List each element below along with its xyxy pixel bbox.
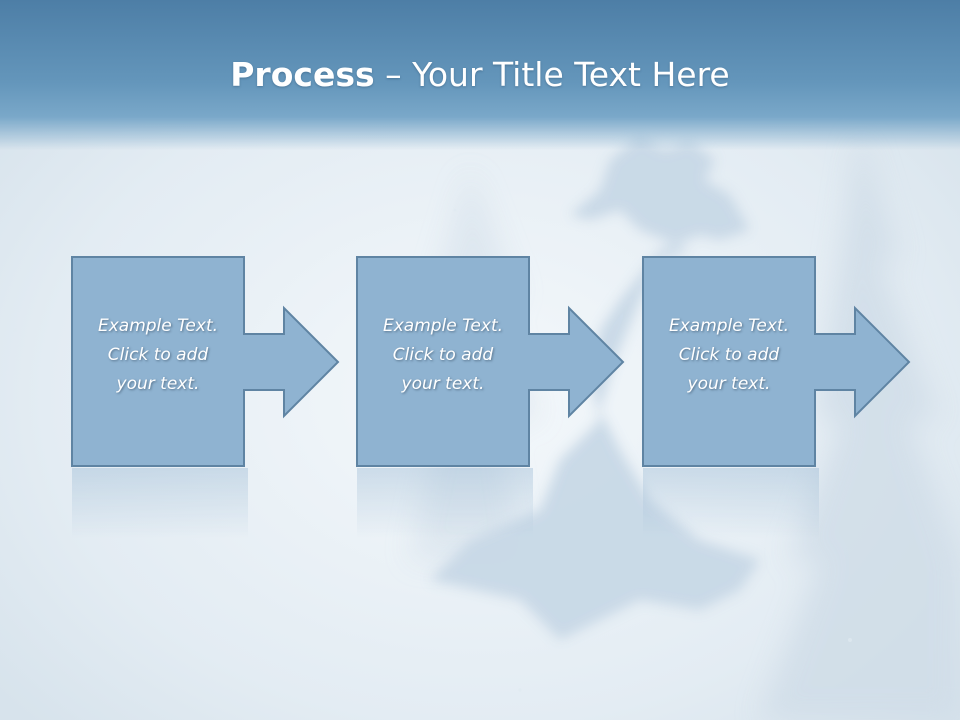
step-2-reflection [357, 468, 533, 538]
step-2-text: Example Text. Click to add your text. [382, 316, 504, 394]
title-rest: – Your Title Text Here [374, 55, 730, 94]
step-1-reflection [72, 468, 248, 538]
process-step-3[interactable]: Example Text. Click to add your text. [642, 256, 912, 468]
step-3-text: Example Text. Click to add your text. [668, 316, 790, 394]
step-3-reflection [643, 468, 819, 538]
step-1-text: Example Text. Click to add your text. [97, 316, 219, 394]
title-strong: Process [230, 55, 375, 94]
slide-title[interactable]: Process – Your Title Text Here [0, 52, 960, 98]
arrow-shape [71, 256, 340, 467]
process-step-2[interactable]: Example Text. Click to add your text. [356, 256, 626, 468]
arrow-shape [356, 256, 625, 467]
title-bar [0, 0, 960, 150]
arrow-shape [642, 256, 911, 467]
process-step-1[interactable]: Example Text. Click to add your text. [71, 256, 341, 468]
